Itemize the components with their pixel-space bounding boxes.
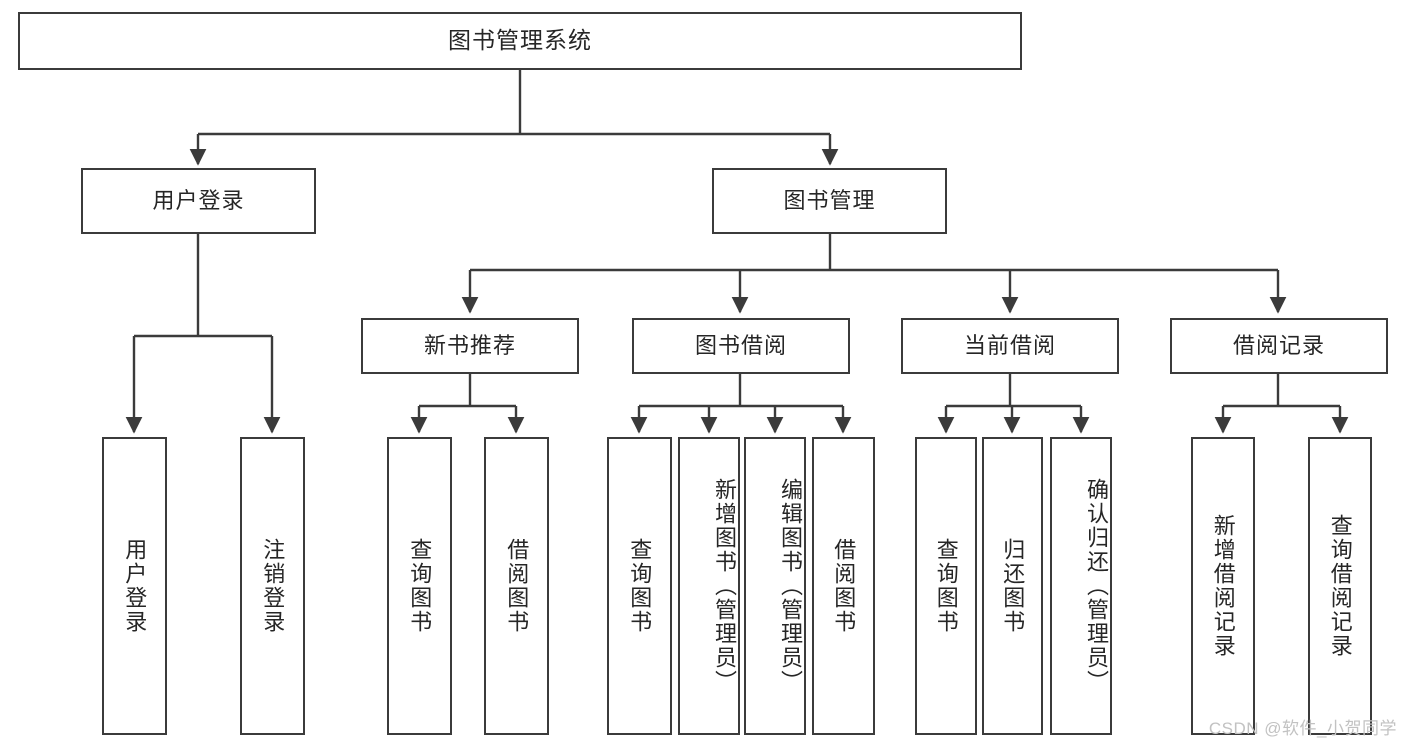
- leaf-borrow-book-recommend[interactable]: 借阅图书: [484, 437, 549, 735]
- node-user-login[interactable]: 用户登录: [81, 168, 316, 234]
- node-book-management[interactable]: 图书管理: [712, 168, 947, 234]
- leaf-add-book[interactable]: 新增图书（管理员）: [678, 437, 740, 735]
- node-borrow-record[interactable]: 借阅记录: [1170, 318, 1388, 374]
- leaf-borrow-book-borrow[interactable]: 借阅图书: [812, 437, 875, 735]
- leaf-query-borrow-record[interactable]: 查询借阅记录: [1308, 437, 1372, 735]
- node-current-borrow[interactable]: 当前借阅: [901, 318, 1119, 374]
- leaf-edit-book[interactable]: 编辑图书（管理员）: [744, 437, 806, 735]
- leaf-confirm-return[interactable]: 确认归还（管理员）: [1050, 437, 1112, 735]
- leaf-return-book[interactable]: 归还图书: [982, 437, 1043, 735]
- leaf-query-book-recommend[interactable]: 查询图书: [387, 437, 452, 735]
- leaf-user-logout[interactable]: 注销登录: [240, 437, 305, 735]
- leaf-add-borrow-record[interactable]: 新增借阅记录: [1191, 437, 1255, 735]
- leaf-query-book-current[interactable]: 查询图书: [915, 437, 977, 735]
- node-new-book-recommend[interactable]: 新书推荐: [361, 318, 579, 374]
- node-book-borrow[interactable]: 图书借阅: [632, 318, 850, 374]
- leaf-user-login[interactable]: 用户登录: [102, 437, 167, 735]
- node-root-system[interactable]: 图书管理系统: [18, 12, 1022, 70]
- leaf-query-book-borrow[interactable]: 查询图书: [607, 437, 672, 735]
